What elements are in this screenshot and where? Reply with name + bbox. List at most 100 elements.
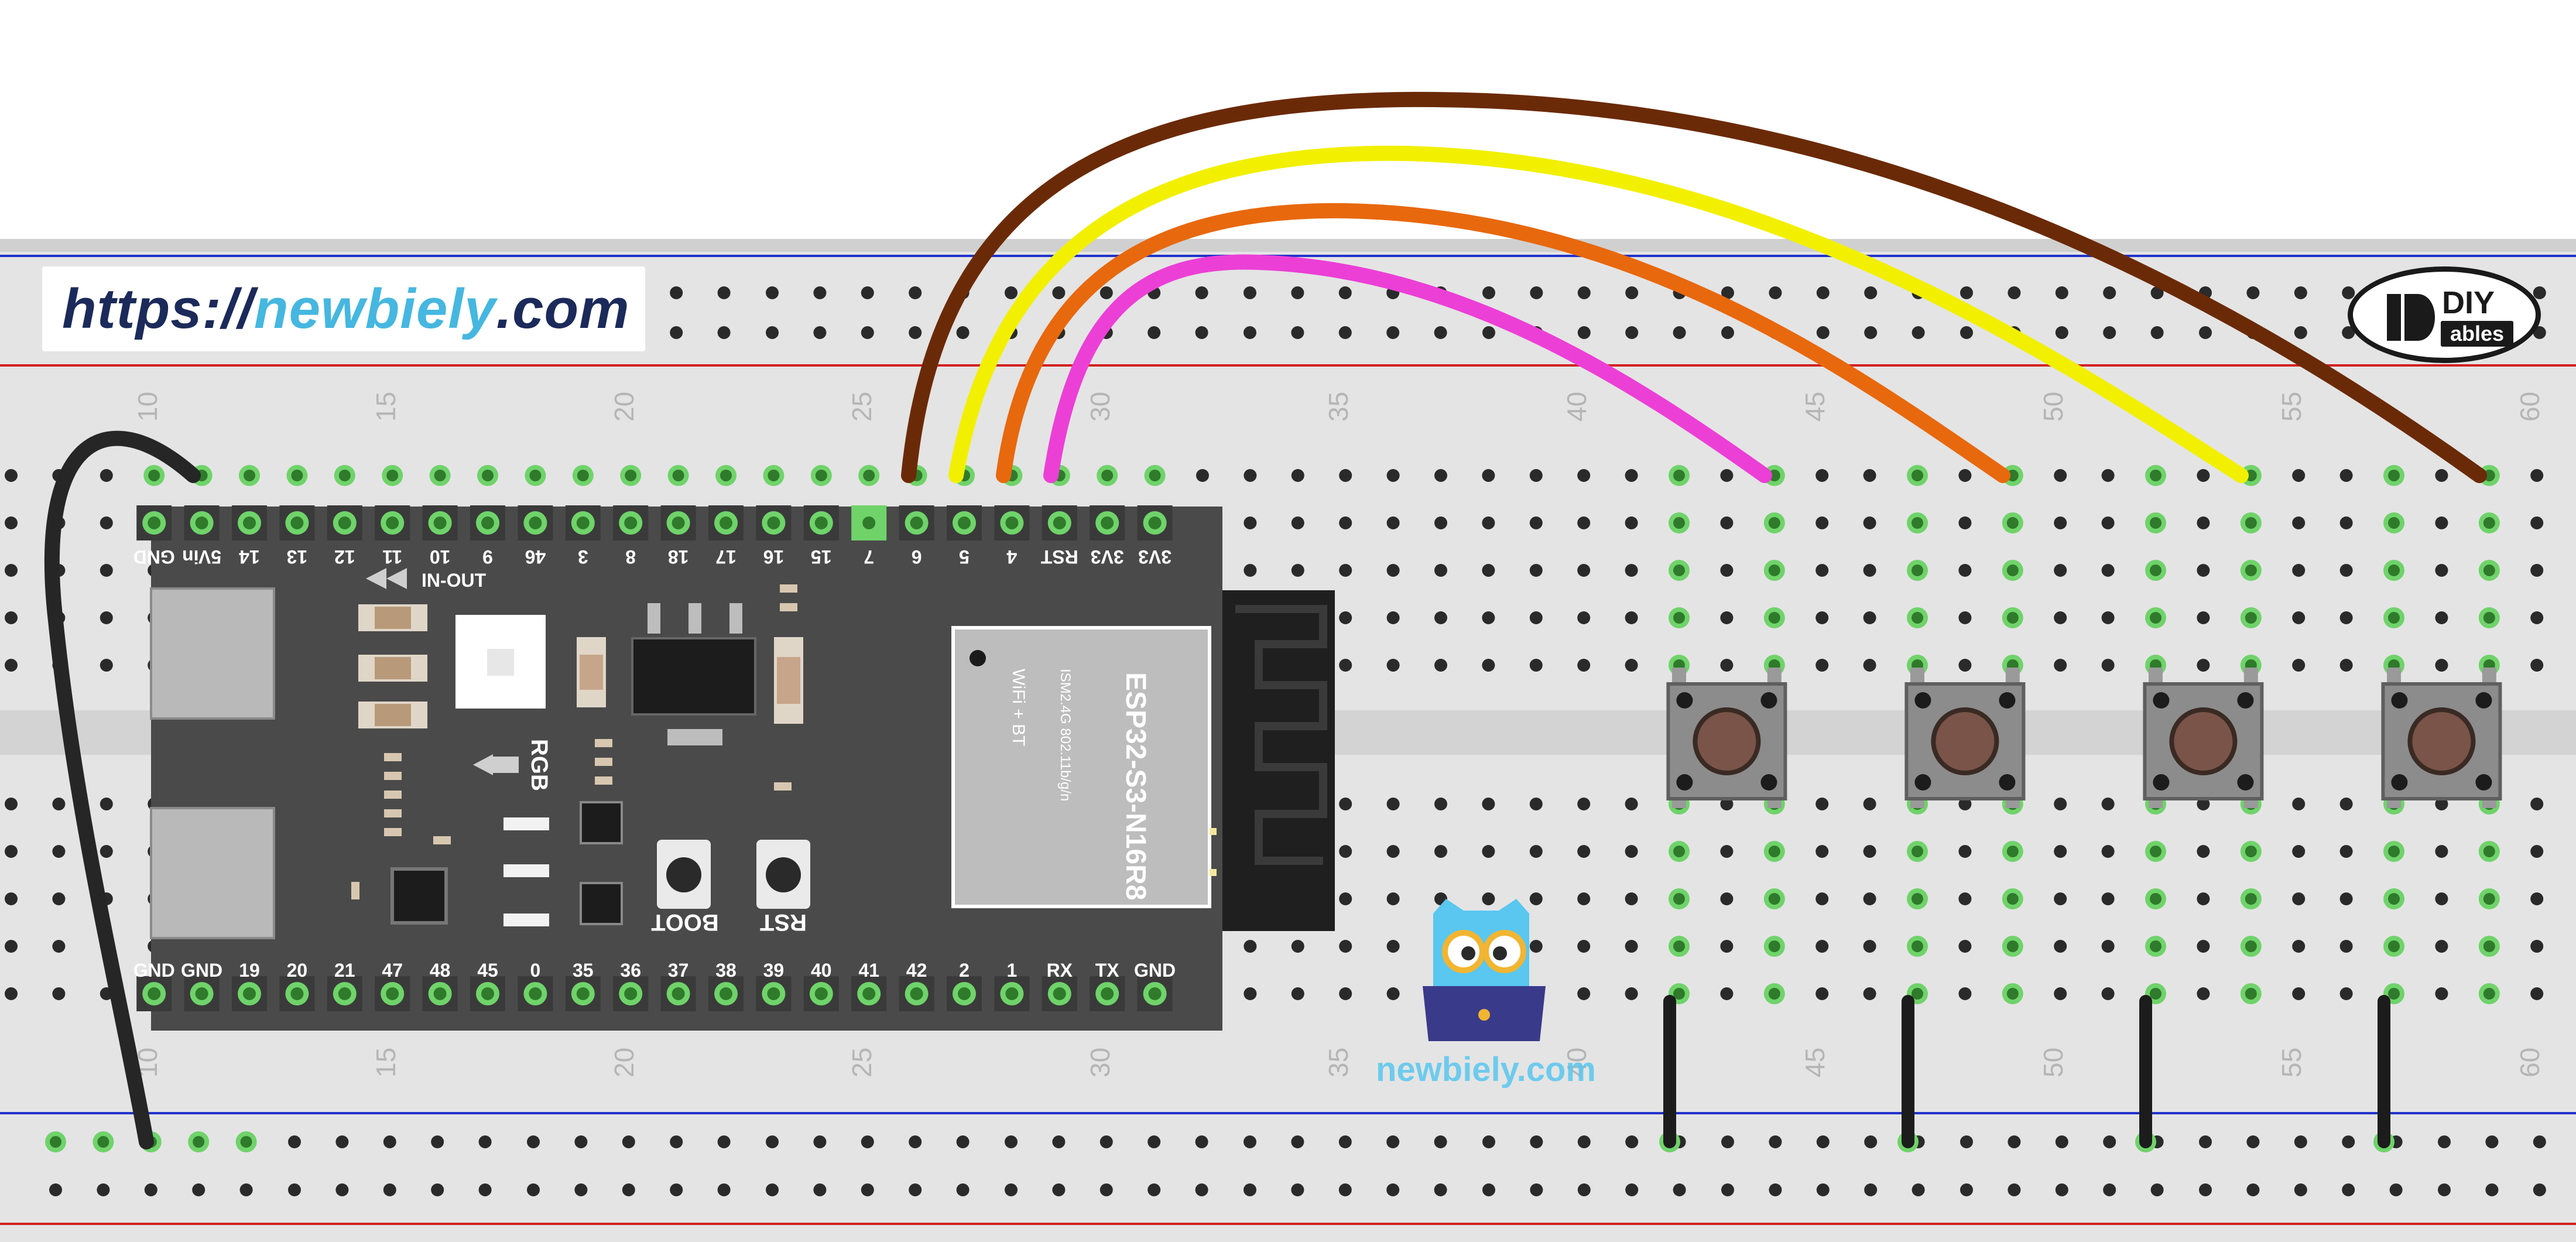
button-screw bbox=[2475, 692, 2492, 709]
pin-center bbox=[814, 516, 828, 529]
pin-center bbox=[1101, 987, 1114, 1000]
rail-hole bbox=[239, 1183, 253, 1196]
bottom-pin-label: 48 bbox=[430, 960, 451, 981]
pin-center bbox=[672, 987, 685, 1000]
breadboard-hole bbox=[2101, 845, 2115, 858]
rail-hole bbox=[1386, 326, 1400, 339]
breadboard-hole bbox=[1529, 892, 1543, 905]
smd-part-1 bbox=[503, 817, 549, 830]
website-url-banner[interactable]: https://newbiely.com bbox=[42, 266, 645, 351]
smd-resistor bbox=[780, 584, 797, 593]
top-pin-label: 12 bbox=[334, 546, 355, 567]
rail-hole bbox=[813, 1183, 827, 1196]
rail-hole bbox=[717, 1135, 731, 1148]
rail-hole bbox=[1577, 286, 1591, 299]
breadboard-hole bbox=[2197, 798, 2210, 810]
connected-hole-center bbox=[1673, 517, 1685, 529]
pin-center bbox=[338, 516, 351, 529]
breadboard-hole bbox=[2339, 611, 2353, 624]
breadboard-hole bbox=[1815, 940, 1829, 953]
rail-hole bbox=[1099, 1135, 1113, 1148]
rail-hole bbox=[622, 1135, 635, 1148]
rail-hole bbox=[1434, 326, 1447, 339]
connected-hole-center bbox=[2245, 988, 2257, 1000]
pin-center bbox=[195, 516, 208, 529]
breadboard-hole bbox=[1577, 469, 1591, 482]
rail-hole bbox=[1864, 326, 1878, 339]
breadboard-hole bbox=[1720, 469, 1734, 482]
breadboard-hole bbox=[2054, 611, 2067, 624]
connected-hole-center bbox=[2006, 846, 2019, 857]
bottom-pin-label: 21 bbox=[334, 960, 355, 981]
wire-pin7 bbox=[901, 91, 2487, 483]
button-screw bbox=[1914, 774, 1931, 791]
breadboard-hole bbox=[1291, 469, 1304, 482]
breadboard-hole bbox=[1625, 469, 1638, 482]
breadboard-hole bbox=[2339, 798, 2353, 810]
rail-hole bbox=[861, 1183, 874, 1196]
rail-hole bbox=[1386, 1183, 1400, 1196]
breadboard-hole bbox=[2054, 469, 2067, 482]
rail-hole bbox=[1195, 1183, 1208, 1196]
connected-hole-center bbox=[2483, 988, 2495, 1000]
diyables-logo: DIY ables bbox=[2348, 266, 2541, 363]
connected-hole-center bbox=[2006, 612, 2019, 624]
col-num-top-20: 20 bbox=[609, 392, 639, 422]
col-num-top-30: 30 bbox=[1085, 392, 1115, 422]
breadboard-hole bbox=[2530, 611, 2544, 624]
pin-center bbox=[1053, 987, 1066, 1000]
rail-hole bbox=[431, 1135, 444, 1148]
reset-button bbox=[756, 840, 810, 909]
rail-hole bbox=[2533, 326, 2546, 339]
breadboard-hole bbox=[2054, 659, 2067, 672]
rail-hole bbox=[1482, 286, 1495, 299]
breadboard-hole bbox=[1958, 564, 1972, 577]
breadboard-hole bbox=[5, 564, 18, 577]
bottom-pin-label: 2 bbox=[959, 960, 970, 981]
bottom-pin-label: 47 bbox=[382, 960, 403, 981]
connected-hole-center bbox=[291, 470, 303, 481]
rail-hole bbox=[1052, 286, 1066, 299]
rail-hole bbox=[1530, 1135, 1543, 1148]
breadboard-hole bbox=[2435, 469, 2448, 482]
breadboard-hole bbox=[1577, 940, 1591, 953]
breadboard-hole bbox=[2101, 469, 2115, 482]
url-prefix: https:// bbox=[62, 277, 254, 340]
breadboard-hole bbox=[52, 940, 66, 953]
button-screw bbox=[1999, 774, 2016, 791]
bottom-pin-label: 35 bbox=[573, 960, 594, 981]
connected-hole-center bbox=[1673, 893, 1685, 905]
bottom-pin-label: 36 bbox=[620, 960, 641, 981]
connected-hole-center bbox=[2245, 612, 2257, 624]
smd-resistor bbox=[433, 836, 451, 844]
smd-resistor bbox=[774, 782, 792, 791]
pin-center bbox=[1101, 516, 1114, 529]
breadboard-hole bbox=[2197, 611, 2210, 624]
breadboard-hole bbox=[2435, 564, 2448, 577]
breadboard-hole bbox=[100, 659, 113, 672]
rail-hole bbox=[1864, 286, 1878, 299]
breadboard-hole bbox=[1482, 611, 1495, 624]
pin-center bbox=[862, 987, 876, 1000]
bottom-pin-label: 45 bbox=[477, 960, 498, 981]
breadboard-top-edge bbox=[0, 239, 2576, 252]
col-num-top-10: 10 bbox=[132, 392, 163, 422]
connected-hole-center bbox=[1768, 564, 1780, 576]
pin-center bbox=[290, 987, 304, 1000]
regulator-tab bbox=[667, 729, 722, 745]
rail-hole bbox=[574, 1183, 588, 1196]
breadboard-hole bbox=[1958, 611, 1972, 624]
rail-hole bbox=[2103, 1183, 2116, 1196]
rail-hole bbox=[2533, 1135, 2546, 1148]
breadboard-hole bbox=[1196, 469, 1209, 482]
rail-hole bbox=[956, 326, 970, 339]
rail-hole bbox=[2150, 1183, 2164, 1196]
rail-hole bbox=[861, 1135, 874, 1148]
rail-hole bbox=[1291, 326, 1304, 339]
breadboard-hole bbox=[2435, 892, 2448, 905]
pin-center bbox=[624, 516, 638, 529]
connected-hole-center bbox=[2006, 893, 2019, 905]
breadboard-hole bbox=[1863, 516, 1876, 529]
top-pin-label: 7 bbox=[864, 546, 874, 567]
smd-resistor bbox=[384, 809, 402, 817]
